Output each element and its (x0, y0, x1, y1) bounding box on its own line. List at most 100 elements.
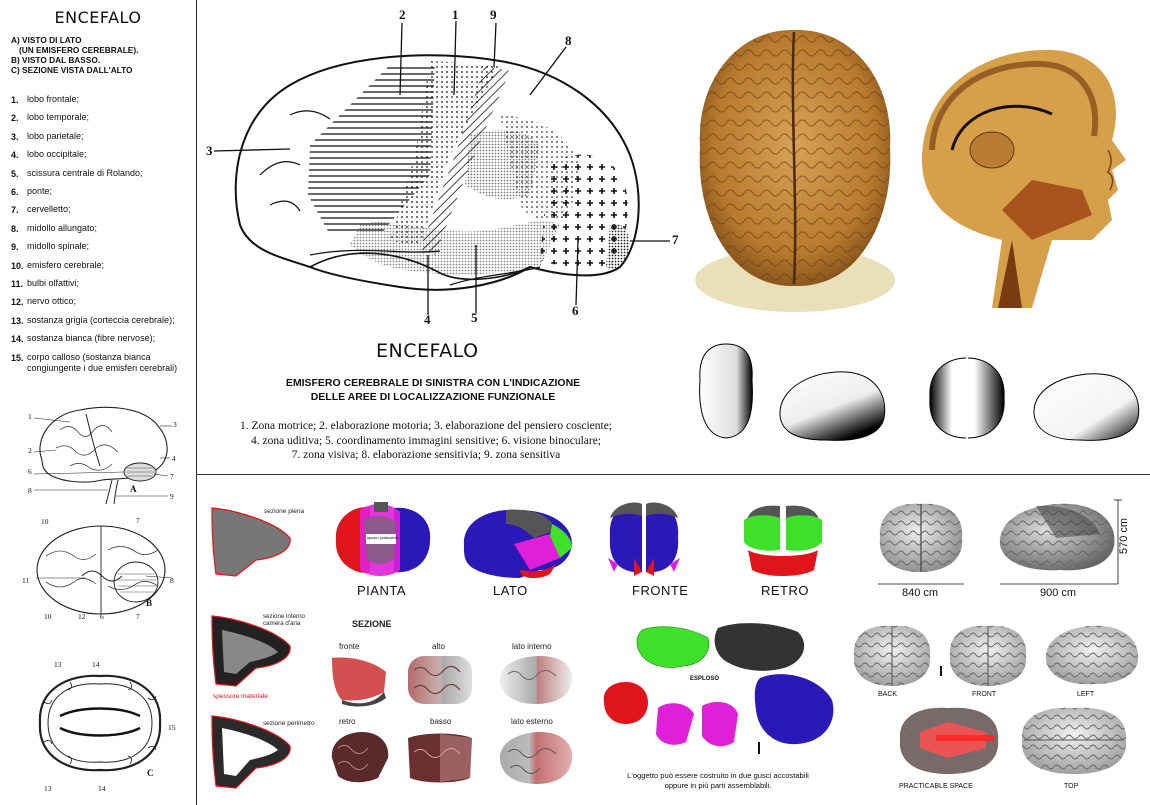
label-left: LEFT (1077, 691, 1095, 698)
main-title: ENCEFALO (376, 340, 479, 362)
fig-b-num-7: 7 (136, 516, 140, 525)
sez-label-alto: alto (432, 642, 445, 651)
legend-item: 10.emisfero cerebrale; (11, 259, 105, 271)
fig-b-num-7b: 7 (136, 612, 140, 621)
legend-item: 8.midollo allungato; (11, 222, 98, 234)
fig-a-letter: A (130, 484, 137, 494)
figure-b-bottom-view (36, 525, 173, 615)
label-pianta: PIANTA (357, 583, 406, 598)
figure-c-top-section (38, 674, 162, 772)
legend-item: 1.lobo frontale; (11, 94, 80, 105)
fig-b-num-6: 6 (100, 612, 104, 621)
fig-b-num-10b: 10 (44, 612, 52, 621)
legend-item: 6.ponte; (11, 186, 53, 198)
fig-a-num-2: 2 (28, 446, 32, 455)
sez-retro-piece (331, 732, 389, 783)
label-top: TOP (1064, 783, 1079, 790)
section-interior (211, 615, 291, 687)
render-top (1021, 707, 1127, 774)
sez-label-fronte: fronte (339, 642, 360, 651)
render-front (949, 625, 1027, 686)
label-practicable-space: PRACTICABLE SPACE (899, 783, 973, 790)
render-back (853, 625, 931, 686)
dimension-lines (878, 499, 1122, 585)
brain-shape-3 (929, 356, 1005, 440)
pianta-tag: spazio praticabile (367, 535, 398, 540)
sez-label-lato-esterno: lato esterno (511, 717, 553, 726)
area-num-9: 9 (490, 7, 497, 22)
areas-caption: 1. Zona motrice; 2. elaborazione motoria… (239, 420, 612, 461)
functional-areas-diagram (213, 20, 670, 315)
area-num-4: 4 (424, 312, 431, 327)
label-sezione-piena: sezione piena (264, 508, 305, 515)
area-num-1: 1 (452, 7, 459, 22)
view-pianta (335, 502, 431, 576)
legend-item: 2.lobo temporale; (11, 112, 90, 124)
legend-item: 15.corpo calloso (sostanza bianca congiu… (11, 351, 178, 373)
scale-figure (940, 666, 942, 676)
fig-a-num-3: 3 (173, 420, 177, 429)
fig-a-num-9: 9 (170, 492, 174, 501)
area-num-7: 7 (672, 232, 679, 247)
legend-item: 13.sostanza grigia (corteccia cerebrale)… (11, 314, 175, 326)
dim-570: 570 cm (1118, 517, 1131, 555)
render-left (1045, 625, 1139, 685)
fig-a-num-4: 4 (172, 454, 176, 463)
brain-photo-sagittal (922, 49, 1126, 308)
fig-b-num-12: 12 (78, 612, 86, 621)
fig-c-num-15: 15 (168, 723, 176, 732)
left-divider (196, 0, 197, 805)
legend-list: 1.lobo frontale; 2.lobo temporale; 3.lob… (11, 91, 195, 374)
fig-a-num-7: 7 (170, 472, 174, 481)
sezione-title: SEZIONE (352, 619, 392, 629)
fig-b-letter: B (146, 598, 153, 608)
legend-item: 7.cervelletto; (11, 204, 71, 216)
label-front: FRONT (972, 691, 997, 698)
sez-lato-interno-piece (499, 656, 573, 704)
brain-shape-4 (1033, 373, 1140, 441)
fig-c-letter: C (147, 768, 154, 778)
view-fronte (608, 502, 680, 576)
legend-item: 11.bulbi olfattivi; (11, 278, 80, 290)
dim-900: 900 cm (1040, 587, 1077, 599)
legend-item: 4.lobo occipitale; (11, 149, 87, 161)
left-intro: A) VISTO DI LATO (UN EMISFERO CEREBRALE)… (11, 35, 139, 75)
fig-b-num-8: 8 (170, 576, 174, 585)
main-subtitle: EMISFERO CEREBRALE DI SINISTRA CON L'IND… (285, 377, 581, 403)
sez-label-basso: basso (430, 717, 452, 726)
sez-alto-piece (408, 656, 472, 704)
area-num-6: 6 (572, 303, 579, 318)
sez-lato-esterno-piece (499, 732, 573, 784)
fig-a-num-1: 1 (28, 412, 32, 421)
sez-label-retro: retro (339, 717, 356, 726)
legend-item: 14.sostanza bianca (fibre nervose); (11, 333, 156, 345)
area-num-2: 2 (399, 7, 406, 22)
fig-c-num-14: 14 (92, 660, 100, 669)
left-title: ENCEFALO (54, 8, 142, 27)
section-perimeter (211, 715, 291, 789)
dim-840: 840 cm (902, 587, 939, 599)
brain-shape-1 (699, 343, 753, 439)
label-fronte: FRONTE (632, 583, 689, 598)
legend-item: 9.midollo spinale; (11, 241, 90, 253)
legend-item: 5.scissura centrale di Rolando; (11, 167, 143, 179)
view-retro (744, 505, 822, 576)
area-num-5: 5 (471, 310, 478, 325)
middle-divider (196, 474, 1150, 475)
grey-brain-front (879, 503, 963, 572)
label-retro: RETRO (761, 583, 809, 598)
area-num-3: 3 (206, 143, 213, 158)
label-spessore: spessore materiale (213, 693, 268, 700)
label-back: BACK (878, 691, 898, 698)
fig-b-num-10: 10 (41, 517, 49, 526)
fig-b-num-11: 11 (22, 576, 30, 585)
grey-brain-side (999, 503, 1115, 571)
label-sezione-perimetro: sezione perimetro (263, 720, 315, 727)
area-num-8: 8 (565, 33, 572, 48)
label-esploso: ESPLOSO (690, 676, 720, 682)
legend-item: 3.lobo parietale; (11, 130, 84, 142)
sez-basso-piece (408, 733, 472, 783)
fig-a-num-8: 8 (28, 486, 32, 495)
label-lato: LATO (493, 583, 528, 598)
fig-c-num-14b: 14 (98, 784, 106, 793)
